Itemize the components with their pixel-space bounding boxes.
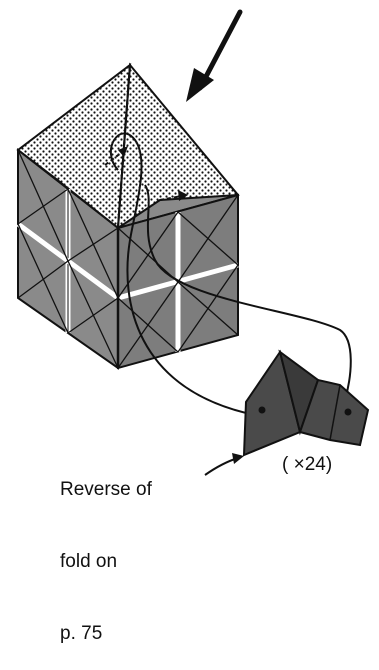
origami-cube-diagram [0,0,379,516]
fold-note-line-1: Reverse of [60,478,152,502]
note-arrow [205,453,244,475]
unit-count: ( ×24) [282,454,332,476]
fold-note-line-2: fold on [60,550,152,574]
fold-note-line-3: p. 75 [60,622,152,646]
fold-note: Reverse of fold on p. 75 [60,430,152,670]
folded-unit [244,352,368,455]
direction-arrow [186,12,240,102]
